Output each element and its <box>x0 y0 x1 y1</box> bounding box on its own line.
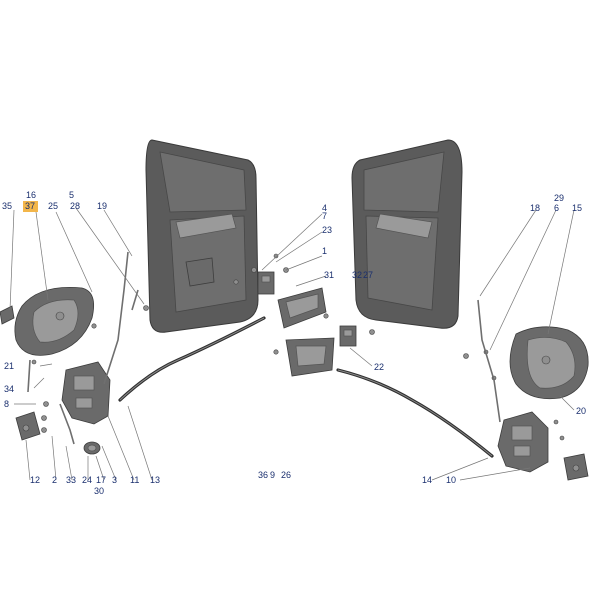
leader-lines <box>9 207 575 481</box>
label-13: 13 <box>150 475 160 485</box>
label-3: 3 <box>112 475 117 485</box>
right-handle-bracket <box>339 325 357 347</box>
label-8: 8 <box>4 399 9 409</box>
label-10: 10 <box>446 475 456 485</box>
label-28: 28 <box>70 201 80 211</box>
left-door-trim-panel <box>145 139 259 333</box>
label-30: 30 <box>94 486 104 496</box>
label-29: 29 <box>554 193 564 203</box>
label-26: 26 <box>281 470 291 480</box>
label-7: 7 <box>322 211 327 221</box>
label-19: 19 <box>97 201 107 211</box>
right-striker <box>563 453 589 481</box>
label-23: 23 <box>322 225 332 235</box>
label-9: 9 <box>270 470 275 480</box>
label-32: 32 <box>352 270 362 280</box>
label-36: 36 <box>258 470 268 480</box>
label-14: 14 <box>422 475 432 485</box>
label-34: 34 <box>4 384 14 394</box>
label-4: 4 <box>322 203 327 213</box>
rods <box>27 251 501 445</box>
label-17: 17 <box>96 475 106 485</box>
label-20: 20 <box>576 406 586 416</box>
left-lock-cylinder <box>83 441 101 455</box>
label-12: 12 <box>30 475 40 485</box>
label-27: 27 <box>363 270 373 280</box>
left-door-switch <box>0 305 15 325</box>
label-25: 25 <box>48 201 58 211</box>
label-37-highlight <box>23 201 38 212</box>
label-24: 24 <box>82 475 92 485</box>
label-16: 16 <box>26 190 36 200</box>
label-22: 22 <box>374 362 384 372</box>
label-11: 11 <box>130 475 139 485</box>
label-33: 33 <box>66 475 76 485</box>
left-handle-bracket <box>257 271 275 295</box>
part-labels: 35 16 37 25 5 28 19 4 7 23 1 31 32 27 18… <box>2 190 586 496</box>
label-15: 15 <box>572 203 582 213</box>
left-inner-handle <box>277 287 327 329</box>
screws <box>31 253 565 441</box>
label-6: 6 <box>554 203 559 213</box>
right-door-trim-panel <box>351 139 463 329</box>
left-outer-handle <box>14 287 95 356</box>
right-outer-handle <box>509 326 589 400</box>
right-lock-actuator <box>497 411 549 473</box>
label-37: 37 <box>25 201 35 211</box>
right-door-cable <box>336 368 494 458</box>
label-18: 18 <box>530 203 540 213</box>
left-striker <box>15 411 41 441</box>
left-lock-actuator <box>61 361 111 425</box>
label-31: 31 <box>324 270 334 280</box>
label-2: 2 <box>52 475 57 485</box>
left-door-cable <box>118 316 266 402</box>
label-21: 21 <box>4 361 14 371</box>
right-inner-handle <box>285 337 335 377</box>
label-5: 5 <box>69 190 74 200</box>
label-1: 1 <box>322 246 327 256</box>
label-35: 35 <box>2 201 12 211</box>
